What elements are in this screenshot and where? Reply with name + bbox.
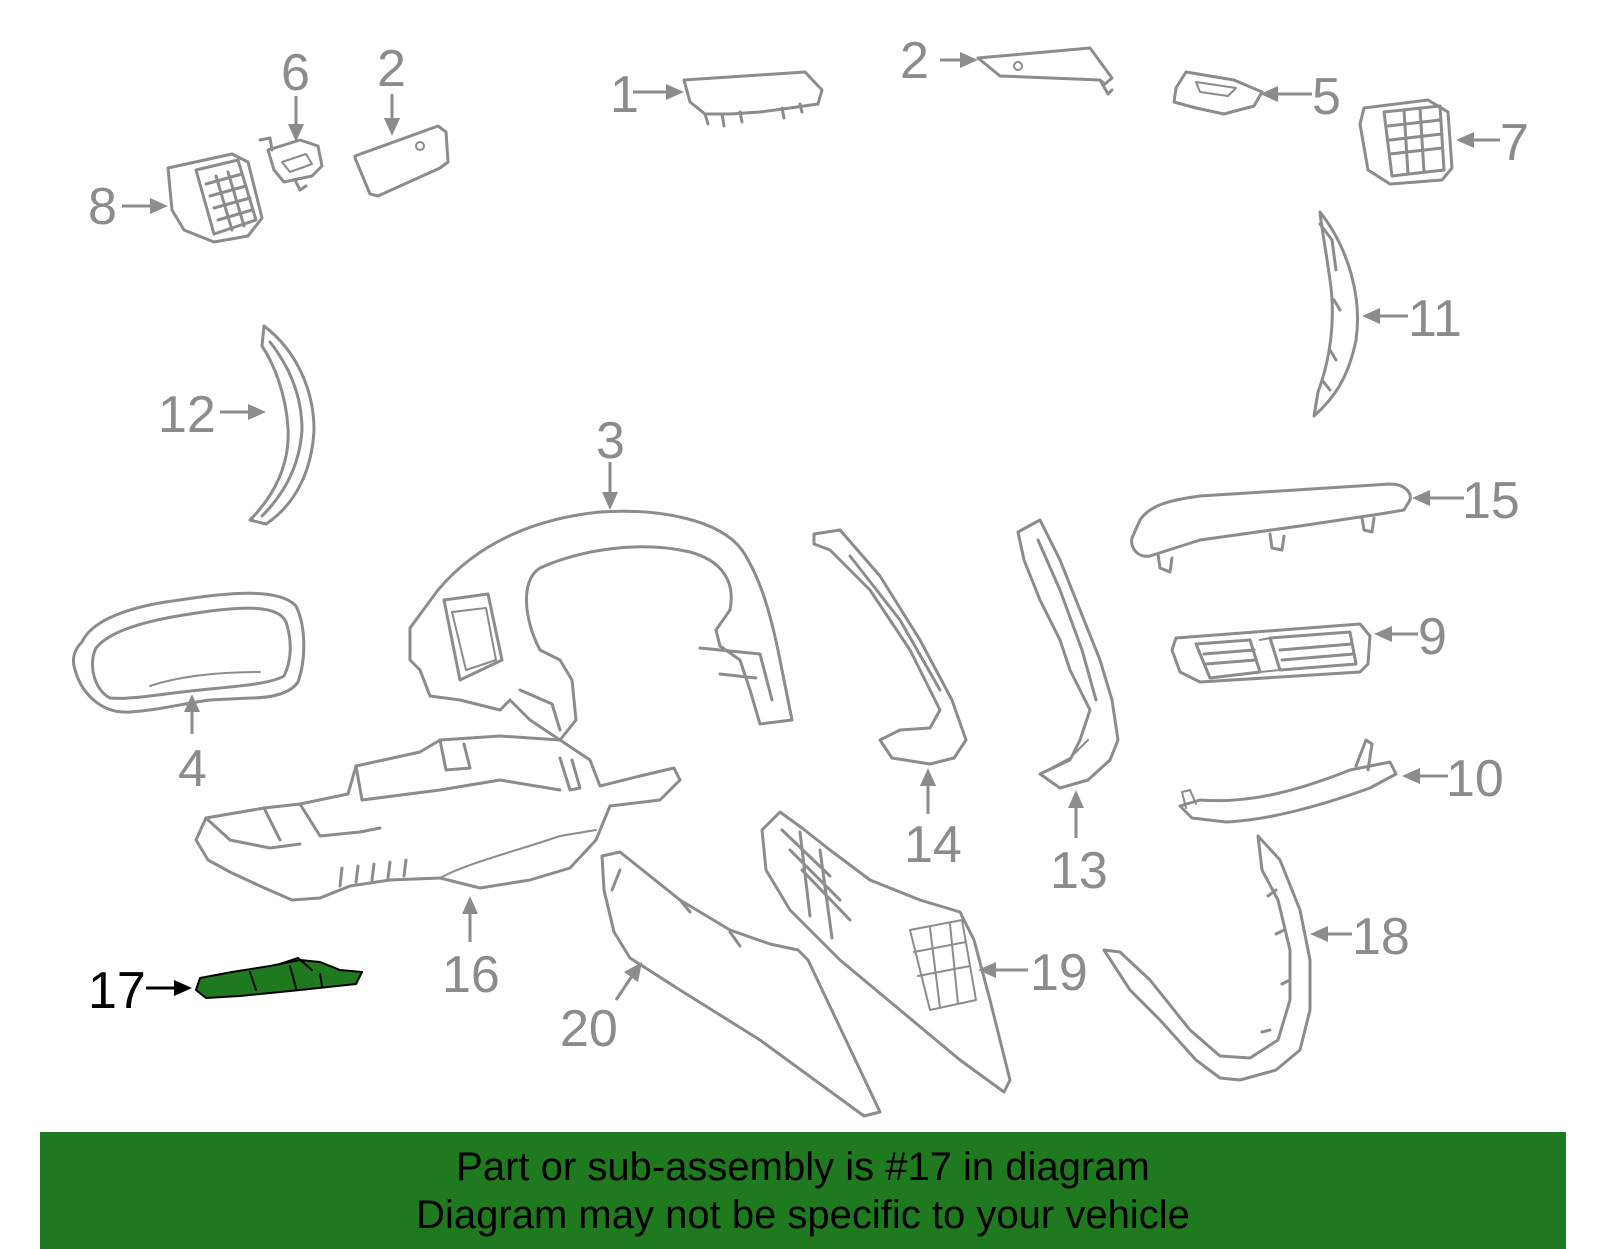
callout-label-1: 1 (610, 66, 639, 124)
callout-label-12: 12 (158, 386, 216, 444)
callout-8: 8 (88, 178, 168, 236)
banner-line-part: Part or sub-assembly is #17 in diagram (456, 1144, 1150, 1189)
part-2-upper-panel[interactable] (976, 46, 1114, 96)
part-9-center-vent[interactable] (1170, 622, 1372, 684)
info-banner: Part or sub-assembly is #17 in diagram D… (40, 1132, 1566, 1249)
callout-label-8: 8 (88, 178, 117, 236)
callout-1: 1 (610, 66, 684, 124)
part-3-cluster-bezel[interactable] (408, 509, 794, 742)
part-7-right-vent[interactable] (1358, 98, 1454, 186)
part-16-lower-cover[interactable] (194, 734, 682, 902)
part-1-trim[interactable] (682, 70, 824, 128)
callout-label-18: 18 (1352, 908, 1410, 966)
callout-label-17: 17 (88, 962, 146, 1020)
callout-label-20: 20 (560, 1000, 618, 1058)
callout-4: 4 (178, 694, 207, 798)
callout-5: 5 (1260, 68, 1341, 126)
part-6-switch[interactable] (258, 136, 324, 192)
callout-19: 19 (978, 944, 1088, 1002)
part-18-curved-trim[interactable] (1102, 834, 1312, 1082)
callout-9: 9 (1374, 608, 1447, 666)
callout-label-14: 14 (904, 816, 962, 874)
callout-16: 16 (442, 896, 500, 1004)
callout-10: 10 (1402, 750, 1504, 808)
callout-label-7: 7 (1500, 114, 1529, 172)
part-14-side-trim[interactable] (812, 528, 968, 766)
callout-14: 14 (904, 768, 962, 874)
part-17-highlighted[interactable] (195, 957, 363, 999)
callout-label-16: 16 (442, 946, 500, 1004)
callout-label-19: 19 (1030, 944, 1088, 1002)
banner-line-disclaimer: Diagram may not be specific to your vehi… (416, 1192, 1190, 1237)
callout-label-5: 5 (1312, 68, 1341, 126)
callout-label-3: 3 (596, 412, 625, 470)
callout-6: 6 (281, 44, 310, 142)
part-2-left-panel[interactable] (353, 124, 450, 198)
part-15-dash-trim[interactable] (1130, 482, 1412, 574)
part-20-knee-panel[interactable] (600, 850, 882, 1118)
part-11-pillar-trim[interactable] (1312, 210, 1359, 418)
callout-label-10: 10 (1446, 750, 1504, 808)
callout-label-13: 13 (1050, 842, 1108, 900)
callout-13: 13 (1050, 790, 1108, 900)
callout-label-9: 9 (1418, 608, 1447, 666)
callout-15: 15 (1412, 472, 1520, 530)
callout-2a: 2 (377, 40, 406, 136)
part-5-bracket[interactable] (1172, 70, 1264, 116)
part-19-knee-bolster[interactable] (760, 810, 1012, 1094)
part-10-lower-trim[interactable] (1178, 738, 1398, 824)
callout-3: 3 (596, 412, 625, 510)
callout-label-15: 15 (1462, 472, 1520, 530)
callout-label-2a: 2 (377, 40, 406, 98)
callout-11: 11 (1362, 290, 1462, 348)
callout-20: 20 (560, 962, 642, 1058)
callout-label-11: 11 (1408, 290, 1462, 348)
callout-label-2b: 2 (900, 32, 929, 90)
callout-label-6: 6 (281, 44, 310, 102)
callout-label-4: 4 (178, 740, 207, 798)
part-13-side-trim[interactable] (1016, 518, 1120, 790)
part-12-pillar-trim[interactable] (248, 324, 316, 526)
part-8-left-vent[interactable] (166, 152, 264, 244)
callout-12: 12 (158, 386, 266, 444)
callout-18: 18 (1310, 908, 1410, 966)
callout-2b: 2 (900, 32, 978, 90)
callout-17: 17 (88, 962, 192, 1020)
part-4-cluster-lens[interactable] (72, 591, 306, 714)
callout-7: 7 (1456, 114, 1529, 172)
